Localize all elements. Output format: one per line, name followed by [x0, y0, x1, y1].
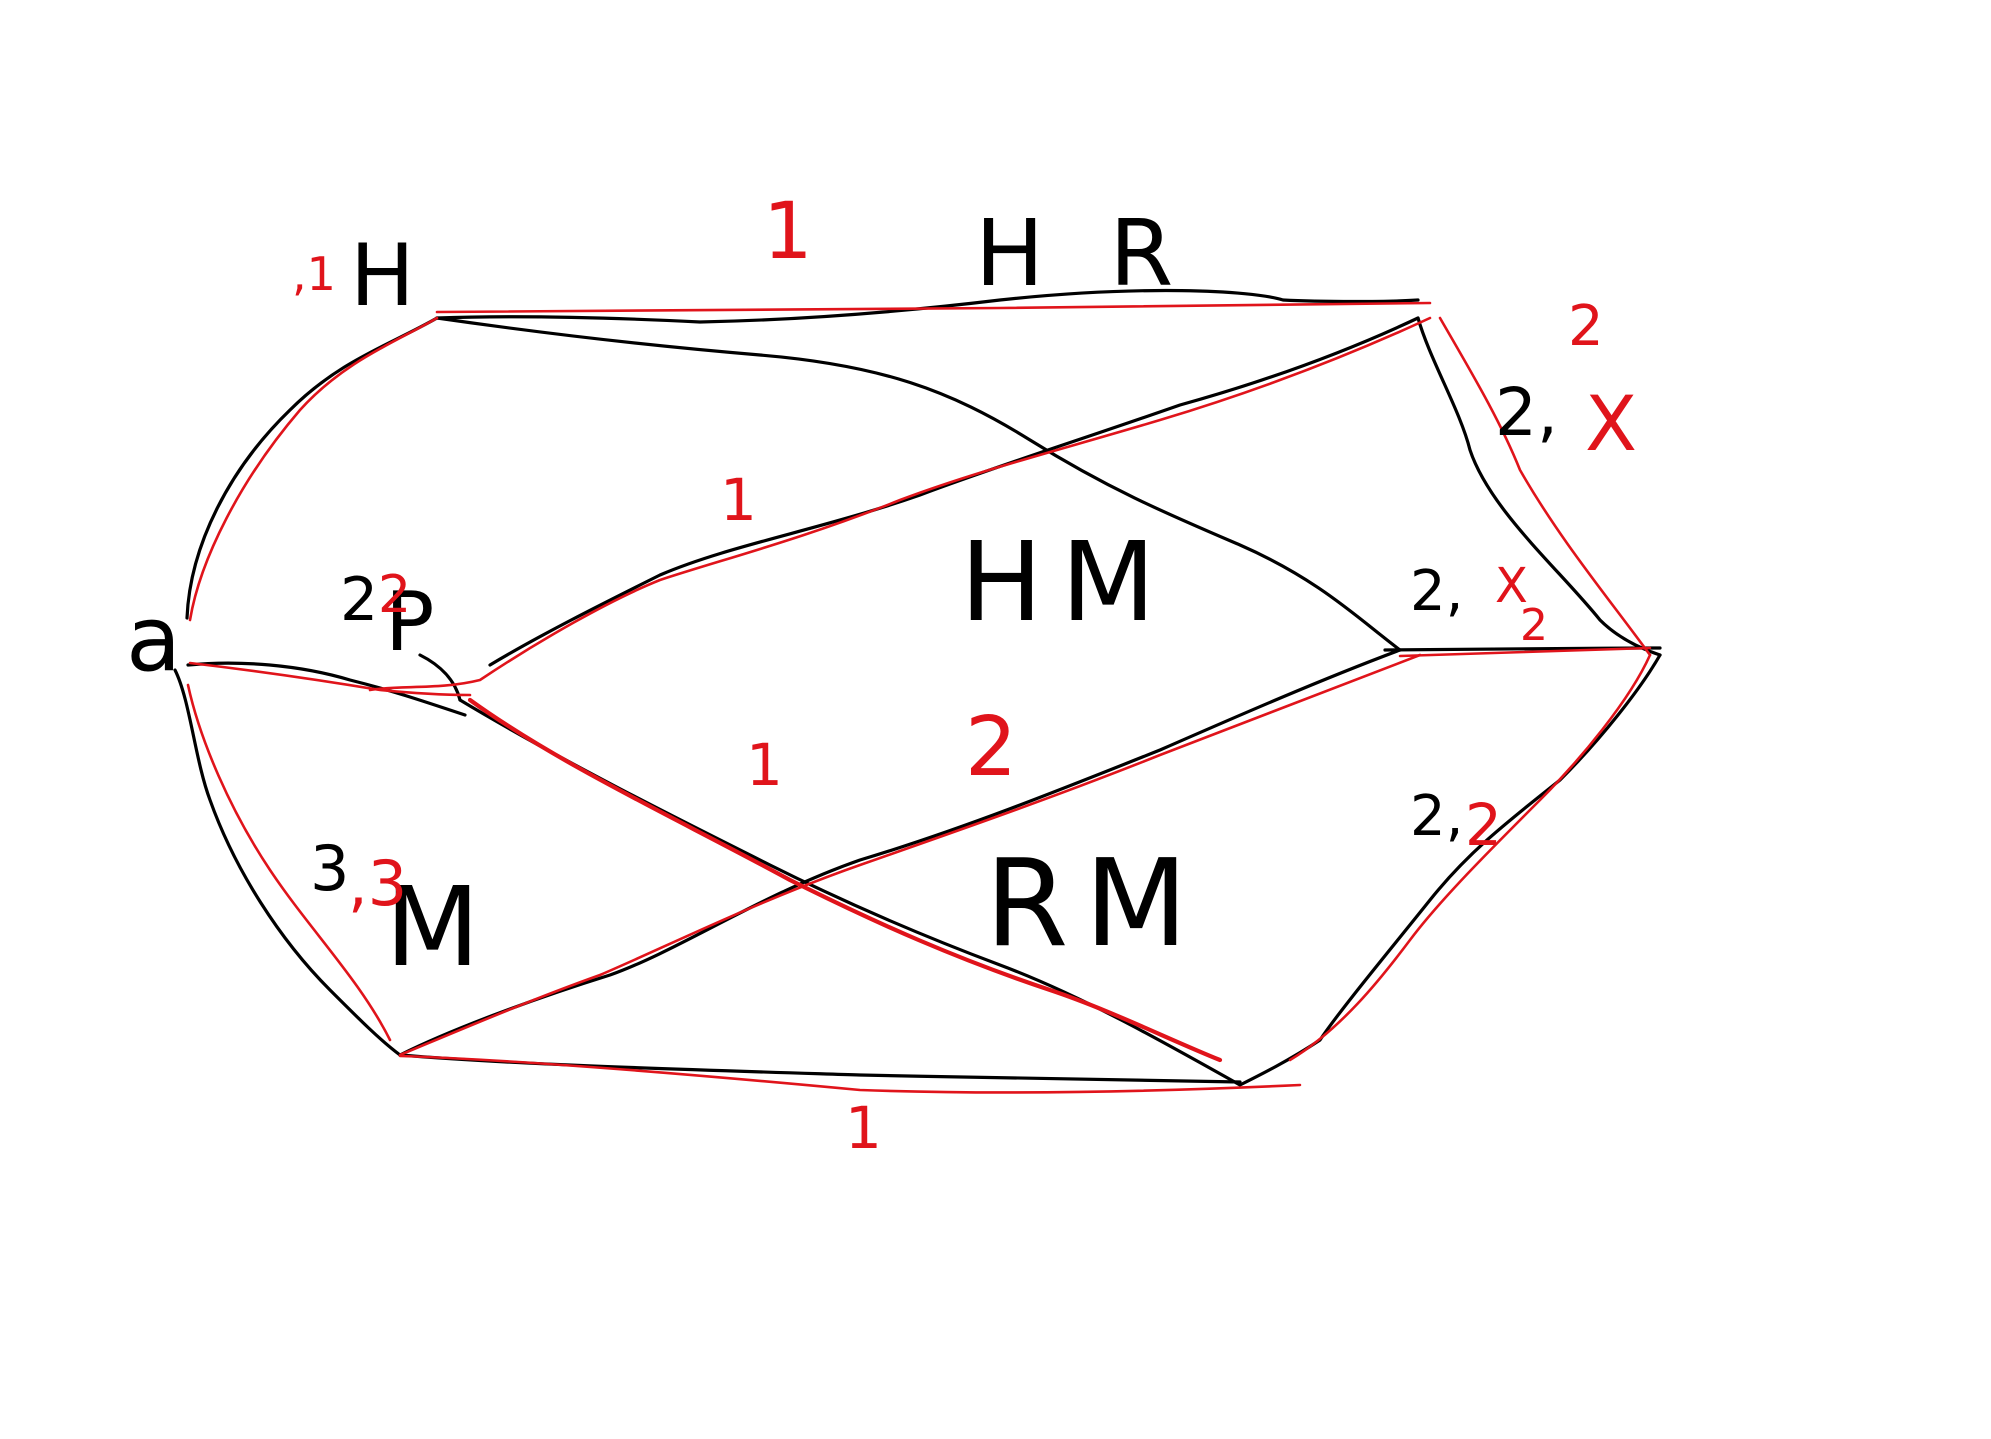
red-edge-a-to-p	[188, 661, 472, 697]
edge-m-to-bottom-right	[398, 1053, 1242, 1084]
red-edge-end-to-bottom-right	[1288, 653, 1652, 1062]
node-annotation-bottom-right: 2	[1465, 791, 1502, 859]
edge-h-to-top-right	[435, 288, 1420, 324]
node-label-a: a	[126, 587, 181, 692]
node-label-m: M	[385, 863, 480, 991]
region-label-top: H R	[975, 200, 1191, 307]
edge-weight-lower-cross-left: 1	[746, 731, 783, 799]
red-edge-mid-right-to-end	[1398, 646, 1652, 658]
red-edge-top-right-to-p	[368, 316, 1432, 692]
red-edge-a-to-h	[188, 316, 439, 622]
node-label-p: P	[385, 575, 434, 670]
edge-weight-lower-cross-right: 2	[965, 700, 1017, 795]
node-annotation-h: ,1	[292, 247, 336, 301]
region-label-bottom: RM	[985, 835, 1204, 974]
red-edge-bottom	[398, 1054, 1302, 1094]
red-edge-p-to-bottom-right	[467, 697, 1223, 1063]
node-label-top-right: 2,	[1495, 374, 1558, 451]
red-graph-edges	[186, 301, 1652, 1094]
red-edge-top	[435, 301, 1432, 314]
node-annotation-top-right-num: 2	[1568, 294, 1604, 359]
edge-h-to-mid-right	[435, 316, 1402, 652]
black-labels: a H P 2 M 3 2, 2, 2, H R HM RM	[126, 200, 1558, 991]
red-edge-top-right-to-end	[1438, 316, 1652, 657]
node-label-mid-right: 2,	[1410, 559, 1463, 624]
node-annotation-mid-right-num: 2	[1520, 600, 1548, 651]
edge-weight-bottom: 1	[845, 1094, 882, 1162]
edge-top-right-to-p	[488, 316, 1420, 667]
red-edge-mid-right-to-m	[398, 653, 1422, 1057]
node-annotation-top-right-x: X	[1585, 379, 1637, 468]
node-label-bottom-right: 2,	[1410, 784, 1463, 849]
red-labels: ,1 2 ,3 2 X X 2 2 1 1 1 2 1	[292, 187, 1637, 1162]
edge-top-right-to-end	[1416, 316, 1662, 657]
edge-a-to-m	[173, 668, 402, 1057]
node-annotation-p: 2	[378, 565, 411, 625]
node-annotation-m: ,3	[348, 847, 407, 920]
edge-weight-upper-cross: 1	[720, 466, 757, 534]
region-label-middle: HM	[960, 518, 1174, 646]
node-label-p-number: 2	[340, 565, 378, 635]
edge-end-to-bottom-right	[1238, 653, 1662, 1087]
node-annotation-mid-right-x: X	[1495, 558, 1528, 614]
edge-weight-top: 1	[763, 187, 813, 277]
node-label-h: H	[350, 226, 415, 326]
red-edge-a-to-m	[186, 683, 392, 1042]
node-label-m-number: 3	[310, 832, 349, 905]
edge-a-to-p	[186, 661, 467, 717]
